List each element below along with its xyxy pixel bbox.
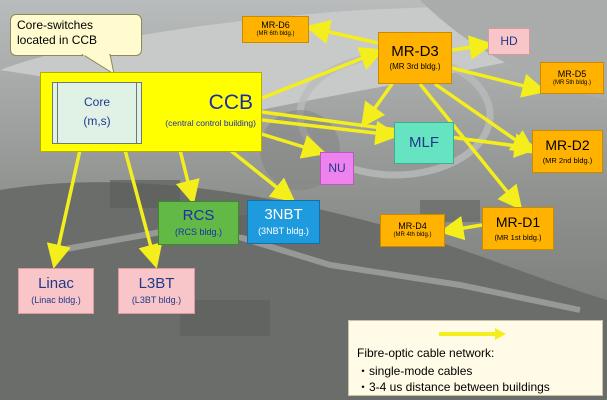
hd-box: HD — [488, 28, 530, 55]
mr-d6-box: MR-D6 (MR 6th bldg.) — [242, 16, 309, 43]
rcs-label: RCS — [182, 207, 215, 225]
mr-d1-box: MR-D1 (MR 1st bldg.) — [482, 207, 554, 250]
mr-d1-sublabel: (MR 1st bldg.) — [494, 232, 542, 242]
mr-d5-sublabel: (MR 5th bldg.) — [552, 79, 591, 86]
linac-box: Linac (Linac bldg.) — [18, 268, 94, 314]
link-mr-d3-hd — [451, 35, 494, 60]
link-mr-d3-mlf — [360, 82, 394, 128]
ccb-sublabel: (central control building) — [165, 118, 256, 128]
link-ccb-mr-d3 — [261, 47, 385, 100]
link-ccb-nu — [254, 130, 327, 159]
hd-label: HD — [500, 33, 518, 48]
link-mr-d3-mr-d5 — [451, 66, 547, 98]
legend-title: Fibre-optic cable network: — [357, 346, 495, 360]
link-ccb-l3bt — [123, 149, 163, 269]
mr-d2-label: MR-D2 — [545, 137, 590, 154]
mr-d4-box: MR-D4 (MR 4th bldg.) — [380, 214, 445, 247]
legend-item-2: ・3-4 us distance between buildings — [357, 380, 550, 394]
mr-d2-sublabel: (MR 2nd bldg.) — [542, 155, 593, 165]
mlf-box: MLF — [394, 122, 454, 164]
core-sublabel: (m,s) — [83, 114, 111, 128]
core-left-bar — [57, 83, 58, 143]
legend-box: Fibre-optic cable network: ・single-mode … — [348, 320, 603, 396]
link-ccb-mlf — [261, 118, 400, 146]
link-ccb-3nbt — [228, 148, 296, 203]
3nbt-label: 3NBT — [264, 206, 303, 224]
link-ccb-linac — [46, 149, 82, 269]
link-mr-d3-mr-d1 — [418, 82, 523, 211]
core-label: Core — [83, 95, 110, 109]
linac-sublabel: (Linac bldg.) — [31, 295, 81, 306]
l3bt-box: L3BT (L3BT bldg.) — [118, 268, 195, 314]
mr-d2-box: MR-D2 (MR 2nd bldg.) — [532, 130, 603, 173]
l3bt-sublabel: (L3BT bldg.) — [131, 295, 182, 306]
callout-line-1: Core-switches — [17, 18, 94, 32]
link-mr-d3-mr-d2 — [434, 82, 536, 154]
mr-d3-label: MR-D3 — [391, 42, 439, 60]
legend-arrow-icon — [439, 328, 506, 340]
nu-label: NU — [328, 160, 346, 175]
link-ccb-rcs — [175, 149, 200, 205]
3nbt-sublabel: (3NBT bldg.) — [258, 225, 309, 236]
mr-d3-sublabel: (MR 3rd bldg.) — [389, 62, 441, 72]
callout-pointer — [81, 54, 115, 76]
nu-box: NU — [320, 152, 354, 185]
link-mr-d1-mr-d4 — [439, 216, 483, 241]
mr-d5-box: MR-D5 (MR 5th bldg.) — [540, 62, 604, 94]
rcs-box: RCS (RCS bldg.) — [158, 201, 239, 245]
mr-d6-sublabel: (MR 6th bldg.) — [256, 31, 295, 38]
ccb-label: CCB — [208, 91, 253, 114]
mr-d5-label: MR-D5 — [557, 68, 587, 79]
mr-d4-sublabel: (MR 4th bldg.) — [393, 232, 432, 239]
mr-d4-label: MR-D4 — [398, 221, 427, 232]
linac-label: Linac — [38, 274, 74, 292]
l3bt-label: L3BT — [138, 274, 175, 292]
legend-item-1: ・single-mode cables — [357, 364, 473, 378]
mr-d3-box: MR-D3 (MR 3rd bldg.) — [378, 32, 452, 84]
link-mr-d3-mr-d6 — [305, 19, 379, 45]
mr-d1-label: MR-D1 — [495, 214, 541, 231]
core-switch-box: Core (m,s) — [52, 82, 142, 144]
mr-d6-label: MR-D6 — [261, 20, 290, 31]
callout-core-switches: Core-switches located in CCB — [10, 14, 142, 56]
core-right-bar — [136, 83, 137, 143]
rcs-sublabel: (RCS bldg.) — [174, 226, 222, 237]
mlf-label: MLF — [409, 133, 439, 151]
callout-line-2: located in CCB — [17, 33, 98, 47]
3nbt-box: 3NBT (3NBT bldg.) — [247, 200, 320, 244]
